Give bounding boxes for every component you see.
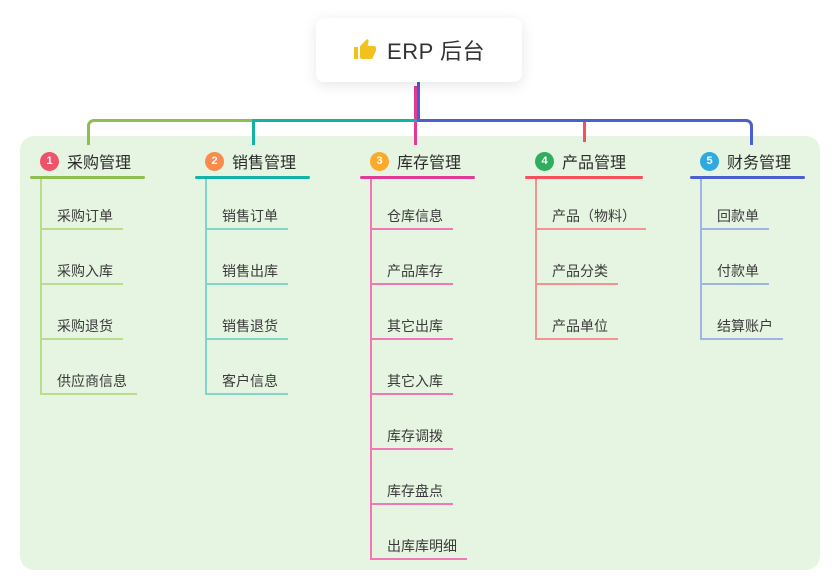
child-node[interactable]: 采购退货 (40, 314, 123, 340)
branch-node-5[interactable]: 5 财务管理 (690, 150, 805, 172)
branch-underline (30, 176, 145, 179)
branch-badge-1: 1 (40, 151, 59, 171)
child-node[interactable]: 产品单位 (535, 314, 618, 340)
child-node[interactable]: 结算账户 (700, 314, 783, 340)
branch-child-spine (700, 179, 702, 340)
branch-underline (690, 176, 805, 179)
child-node[interactable]: 回款单 (700, 204, 769, 230)
branch-underline (360, 176, 475, 179)
child-node[interactable]: 销售退货 (205, 314, 288, 340)
child-node[interactable]: 采购订单 (40, 204, 123, 230)
child-node[interactable]: 供应商信息 (40, 369, 137, 395)
connector-branch-2 (252, 119, 417, 145)
branch-label: 产品管理 (562, 155, 627, 172)
branch-badge-5: 5 (700, 151, 719, 171)
child-node[interactable]: 其它入库 (370, 369, 453, 395)
branch-child-spine (40, 179, 42, 395)
child-node[interactable]: 仓库信息 (370, 204, 453, 230)
branch-badge-2: 2 (205, 151, 224, 171)
branch-1: 1 采购管理采购订单采购入库采购退货供应商信息 (30, 144, 145, 570)
thumbs-up-icon (353, 38, 377, 62)
branch-node-2[interactable]: 2 销售管理 (195, 150, 310, 172)
mindmap-background-panel (20, 136, 820, 570)
connector-branch-1 (87, 119, 252, 145)
branch-badge-3: 3 (370, 151, 389, 171)
child-node[interactable]: 客户信息 (205, 369, 288, 395)
branch-label: 采购管理 (67, 155, 132, 172)
branch-label: 库存管理 (397, 155, 462, 172)
branch-3: 3 库存管理仓库信息产品库存其它出库其它入库库存调拨库存盘点出库库明细 (360, 144, 475, 570)
child-node[interactable]: 采购入库 (40, 259, 123, 285)
child-node[interactable]: 销售订单 (205, 204, 288, 230)
connector-branch-5 (417, 119, 753, 145)
branch-underline (195, 176, 310, 179)
child-node[interactable]: 库存盘点 (370, 479, 453, 505)
branch-2: 2 销售管理销售订单销售出库销售退货客户信息 (195, 144, 310, 570)
connector-root-drop (417, 82, 420, 120)
child-node[interactable]: 产品库存 (370, 259, 453, 285)
connector-branch-3-drop (414, 86, 417, 145)
child-node[interactable]: 其它出库 (370, 314, 453, 340)
child-node[interactable]: 出库库明细 (370, 534, 467, 560)
branch-underline (525, 176, 643, 179)
branch-label: 财务管理 (727, 155, 792, 172)
branch-child-spine (370, 179, 372, 560)
branch-badge-4: 4 (535, 151, 554, 171)
branch-node-1[interactable]: 1 采购管理 (30, 150, 145, 172)
branch-child-spine (535, 179, 537, 340)
branch-child-spine (205, 179, 207, 395)
child-node[interactable]: 库存调拨 (370, 424, 453, 450)
child-node[interactable]: 产品分类 (535, 259, 618, 285)
child-node[interactable]: 付款单 (700, 259, 769, 285)
branch-5: 5 财务管理回款单付款单结算账户 (690, 144, 805, 570)
branch-node-4[interactable]: 4 产品管理 (525, 150, 643, 172)
child-node[interactable]: 产品（物料） (535, 204, 646, 230)
connector-branch-4-drop (583, 122, 586, 142)
root-node-label: ERP 后台 (387, 39, 485, 64)
branch-node-3[interactable]: 3 库存管理 (360, 150, 475, 172)
branch-label: 销售管理 (232, 155, 297, 172)
child-node[interactable]: 销售出库 (205, 259, 288, 285)
root-node[interactable]: ERP 后台 (316, 18, 522, 82)
branch-4: 4 产品管理产品（物料） 产品分类产品单位 (525, 144, 646, 570)
